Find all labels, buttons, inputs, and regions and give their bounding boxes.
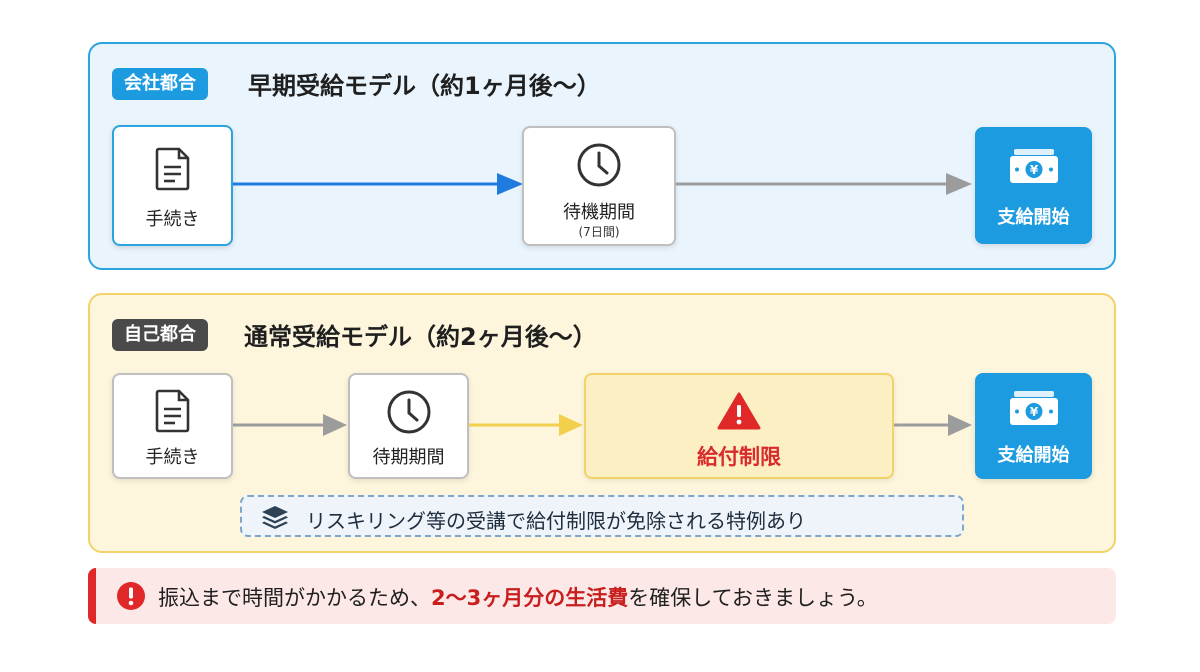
exclamation-circle-icon: [117, 582, 145, 610]
arrow-gray: [894, 414, 972, 436]
self-step-waiting: 待期期間: [348, 373, 469, 479]
warning-text-after: を確保しておきましょう。: [628, 586, 878, 610]
yen-bill-icon: ¥: [1009, 391, 1058, 425]
step-label: 手続き: [145, 447, 200, 468]
self-step-payment-start: ¥ 支給開始: [975, 373, 1092, 479]
svg-text:¥: ¥: [1029, 163, 1038, 177]
document-icon: [155, 147, 189, 191]
warning-accent-bar: [88, 568, 96, 624]
warning-triangle-icon: [717, 392, 761, 430]
company-reason-badge: 会社都合: [112, 68, 208, 100]
self-step-benefit-restriction: 給付制限: [584, 373, 894, 479]
clock-icon: [577, 143, 621, 187]
step-label: 待期期間: [372, 447, 445, 468]
company-panel-title: 早期受給モデル（約1ヶ月後〜）: [248, 72, 601, 100]
step-sublabel: (7日間): [578, 225, 620, 239]
step-label: 支給開始: [997, 445, 1070, 466]
self-step-procedure: 手続き: [112, 373, 233, 479]
yen-bill-icon: ¥: [1009, 149, 1058, 183]
step-label: 支給開始: [997, 207, 1070, 228]
arrow-gray: [233, 414, 347, 436]
company-step-payment-start: ¥ 支給開始: [975, 127, 1092, 244]
svg-text:¥: ¥: [1029, 405, 1038, 419]
self-reason-badge: 自己都合: [112, 319, 208, 351]
self-panel-title: 通常受給モデル（約2ヶ月後〜）: [244, 323, 597, 351]
step-label: 給付制限: [697, 445, 781, 469]
warning-text-emphasis: 2〜3ヶ月分の生活費: [431, 586, 629, 610]
warning-text-before: 振込まで時間がかかるため、: [158, 586, 431, 610]
arrow-blue: [233, 173, 523, 195]
living-expense-warning: 振込まで時間がかかるため、2〜3ヶ月分の生活費を確保しておきましょう。: [88, 568, 1116, 624]
document-icon: [155, 389, 189, 433]
company-step-procedure: 手続き: [112, 125, 233, 246]
step-label: 待機期間: [563, 202, 635, 223]
arrow-yellow: [469, 414, 583, 436]
warning-text: 振込まで時間がかかるため、2〜3ヶ月分の生活費を確保しておきましょう。: [158, 582, 878, 612]
clock-icon: [387, 390, 430, 434]
note-text: リスキリング等の受講で給付制限が免除される特例あり: [306, 509, 806, 533]
reskilling-exception-note: リスキリング等の受講で給付制限が免除される特例あり: [240, 495, 964, 537]
company-step-waiting: 待機期間 (7日間): [522, 126, 676, 246]
step-label: 手続き: [145, 209, 200, 230]
layers-icon: [262, 506, 288, 529]
arrow-gray: [676, 173, 972, 195]
